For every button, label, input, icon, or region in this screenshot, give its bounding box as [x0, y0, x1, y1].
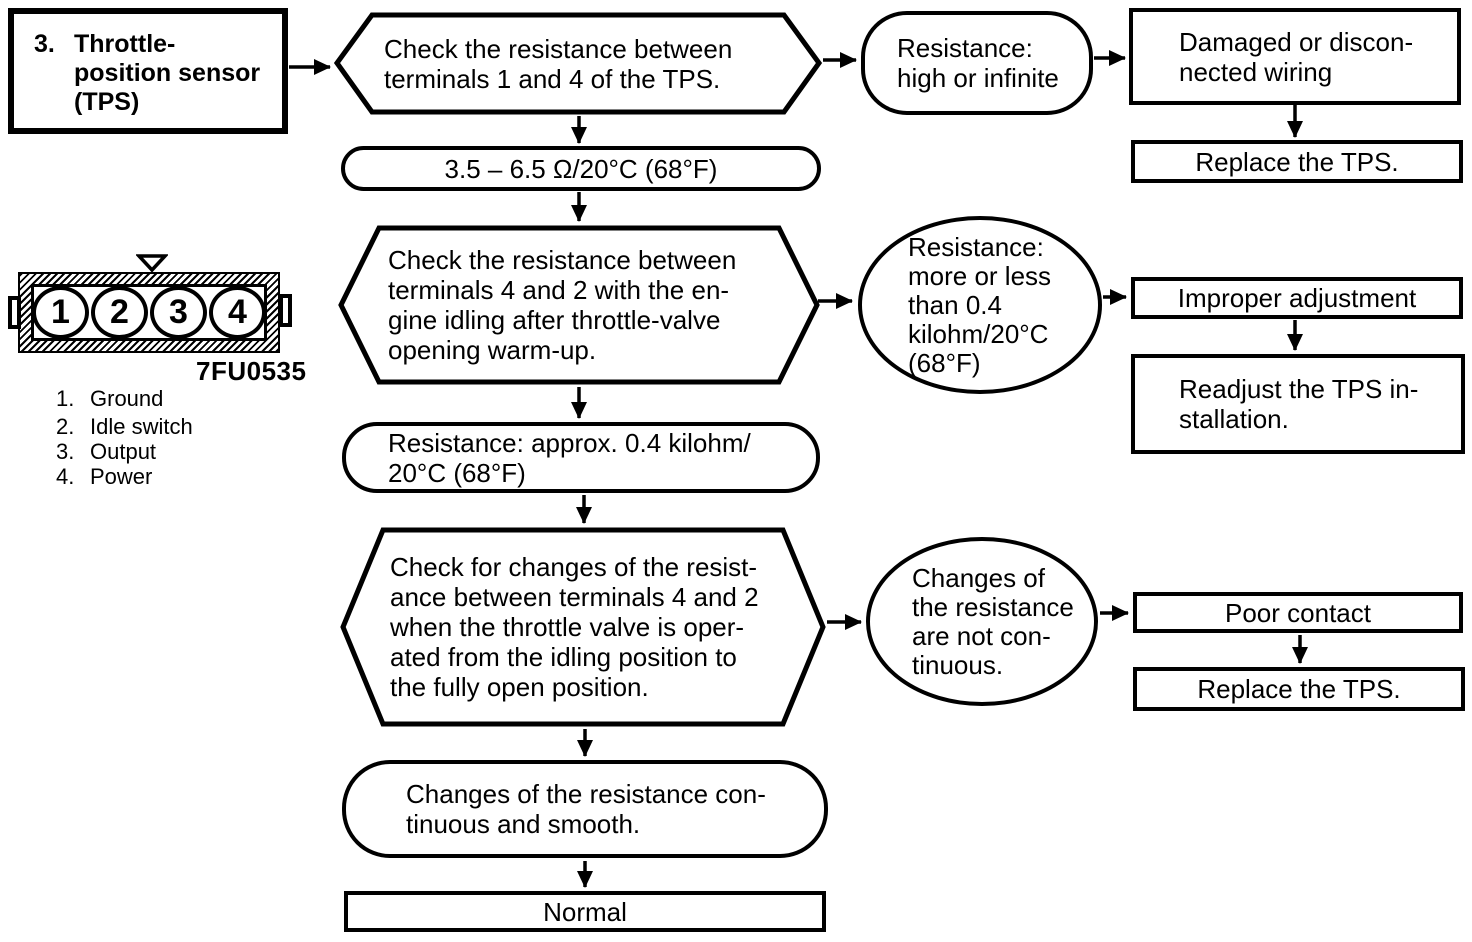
legend-label: Idle switch — [90, 414, 193, 439]
connector-pin-1: 1 — [32, 286, 89, 339]
pin-legend: 1. Ground 2. Idle switch 3. Output 4. Po… — [56, 387, 193, 490]
legend-label: Power — [90, 464, 153, 489]
legend-item-power: 4. Power — [56, 465, 193, 489]
legend-num: 4. — [56, 464, 75, 489]
result-resistance-high: Resistance: high or infinite — [861, 11, 1093, 115]
step-check1-text: Check the resistance between terminals 1… — [384, 33, 733, 94]
cause-improper-adjustment: Improper adjustment — [1131, 277, 1463, 319]
legend-item-ground: 1. Ground — [56, 387, 193, 411]
action2-text: Readjust the TPS in- stallation. — [1179, 374, 1419, 434]
title-box: 3. Throttle- position sensor (TPS) — [8, 8, 288, 134]
spec-changes-continuous: Changes of the resistance con- tinuous a… — [342, 760, 828, 858]
action-replace-tps-2: Replace the TPS. — [1133, 667, 1465, 711]
legend-num: 3. — [56, 439, 75, 464]
result1-text: Resistance: high or infinite — [897, 33, 1059, 93]
cause3-text: Poor contact — [1225, 597, 1371, 628]
cause1-text: Damaged or discon- nected wiring — [1179, 26, 1414, 87]
spec-resistance-approx: Resistance: approx. 0.4 kilohm/ 20°C (68… — [342, 422, 820, 493]
connector-pin-3: 3 — [150, 286, 207, 339]
legend-num: 1. — [56, 386, 75, 411]
step-check-resistance-changes: Check for changes of the resist- ance be… — [340, 527, 826, 727]
title-text: Throttle- position sensor (TPS) — [74, 30, 261, 116]
title-number: 3. — [34, 30, 55, 58]
hexagon-shape — [338, 225, 820, 385]
action3-text: Replace the TPS. — [1197, 674, 1401, 704]
connector-pin-row: 1 2 3 4 — [31, 284, 267, 341]
step-check-terminals-1-4: Check the resistance between terminals 1… — [334, 12, 822, 115]
result3-text: Changes of the resistance are not con- t… — [912, 562, 1074, 680]
cause2-text: Improper adjustment — [1177, 283, 1417, 313]
result2-text: Resistance: more or less than 0.4 kilohm… — [908, 231, 1052, 378]
action-readjust-tps: Readjust the TPS in- stallation. — [1131, 354, 1465, 454]
outcome-normal: Normal — [344, 891, 826, 932]
connector-right-tab — [279, 294, 292, 327]
connector-pin-4: 4 — [209, 286, 266, 339]
hexagon-shape — [340, 527, 826, 727]
connector-pin-2: 2 — [91, 286, 148, 339]
legend-item-output: 3. Output — [56, 440, 193, 464]
step-check3-text: Check for changes of the resist- ance be… — [390, 552, 759, 702]
cause-damaged-wiring: Damaged or discon- nected wiring — [1129, 8, 1461, 105]
legend-num: 2. — [56, 414, 75, 439]
result-changes-not-continuous: Changes of the resistance are not con- t… — [866, 537, 1098, 706]
normal-text: Normal — [543, 896, 627, 927]
legend-label: Output — [90, 439, 157, 464]
result-resistance-more-less: Resistance: more or less than 0.4 kilohm… — [858, 216, 1102, 394]
legend-item-idle-switch: 2. Idle switch — [56, 415, 193, 439]
spec3-text: Changes of the resistance con- tinuous a… — [406, 779, 766, 839]
step-check-terminals-4-2-idling: Check the resistance between terminals 4… — [338, 225, 820, 385]
legend-label: Ground — [90, 386, 164, 411]
figure-code: 7FU0535 — [196, 356, 307, 386]
connector-index-triangle-icon — [136, 254, 168, 273]
cause-poor-contact: Poor contact — [1133, 592, 1463, 633]
spec-resistance-1-4: 3.5 – 6.5 Ω/20°C (68°F) — [341, 146, 821, 191]
step-check2-text: Check the resistance between terminals 4… — [388, 245, 737, 365]
connector-left-tab — [8, 296, 21, 329]
action1-text: Replace the TPS. — [1195, 146, 1399, 177]
action-replace-tps-1: Replace the TPS. — [1131, 140, 1463, 183]
hexagon-shape — [334, 12, 822, 115]
spec2-text: Resistance: approx. 0.4 kilohm/ 20°C (68… — [388, 427, 751, 488]
tps-connector-illustration: 1 2 3 4 — [18, 272, 280, 353]
spec1-text: 3.5 – 6.5 Ω/20°C (68°F) — [444, 153, 718, 184]
